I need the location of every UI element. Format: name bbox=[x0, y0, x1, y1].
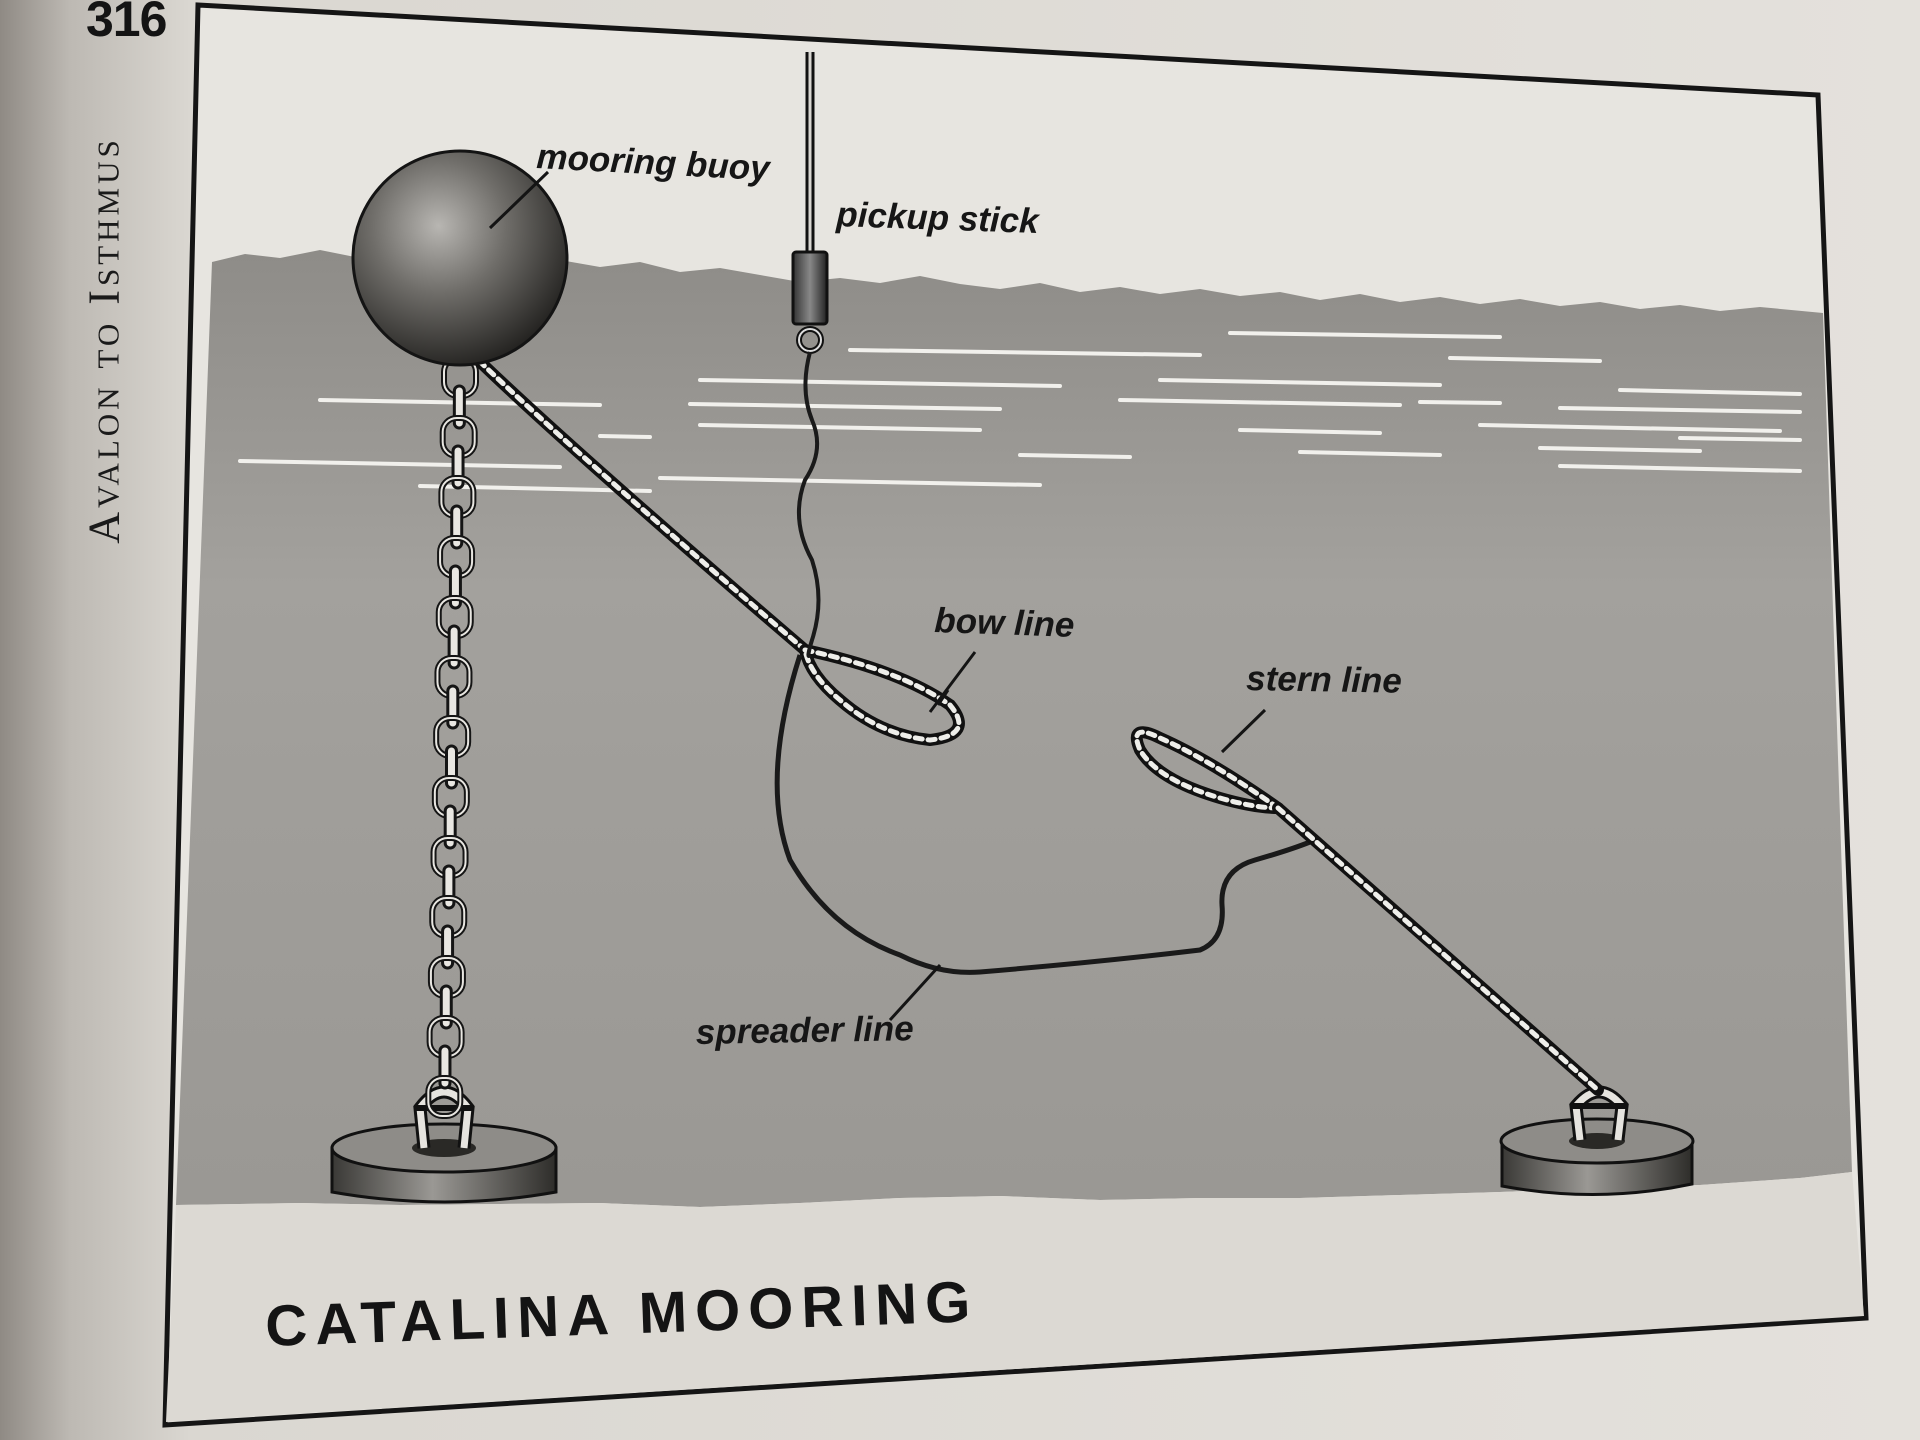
chain-link bbox=[441, 924, 455, 970]
water-body bbox=[176, 250, 1852, 1207]
chain-link bbox=[442, 864, 456, 910]
buoy-to-bow-rope bbox=[464, 346, 811, 656]
label-bow-line: bow line bbox=[934, 601, 1075, 645]
chain-links bbox=[425, 355, 479, 1119]
stern-rope bbox=[1272, 802, 1604, 1096]
chain-link bbox=[450, 504, 464, 550]
page-number: 316 bbox=[86, 0, 167, 47]
chain-link bbox=[452, 384, 466, 430]
mooring-block-stern bbox=[1499, 1117, 1695, 1196]
chain-link bbox=[448, 564, 462, 610]
pickup-line bbox=[796, 351, 821, 658]
leader-lines bbox=[488, 170, 1267, 1022]
pickup-stick bbox=[791, 52, 829, 354]
chain-link bbox=[446, 684, 460, 730]
surface-reflection-lines bbox=[238, 331, 1802, 493]
stern-line-loop bbox=[1130, 726, 1284, 814]
mooring-block-bow bbox=[330, 1122, 558, 1204]
label-stern-line: stern line bbox=[1246, 659, 1402, 701]
label-pickup-stick: pickup stick bbox=[835, 195, 1041, 241]
chain-link bbox=[438, 1044, 452, 1090]
chain-link bbox=[444, 744, 458, 790]
label-spreader-line: spreader line bbox=[695, 1009, 914, 1052]
chain-link bbox=[447, 624, 461, 670]
chain-link bbox=[443, 804, 457, 850]
chain-link-highlight bbox=[427, 1077, 462, 1117]
bow-line-loop bbox=[799, 644, 965, 747]
spreader-line-path bbox=[774, 654, 1311, 975]
seabed bbox=[166, 1172, 1864, 1422]
chain-link bbox=[439, 984, 453, 1030]
chain-link bbox=[451, 444, 465, 490]
shackle-bow bbox=[413, 1085, 475, 1149]
